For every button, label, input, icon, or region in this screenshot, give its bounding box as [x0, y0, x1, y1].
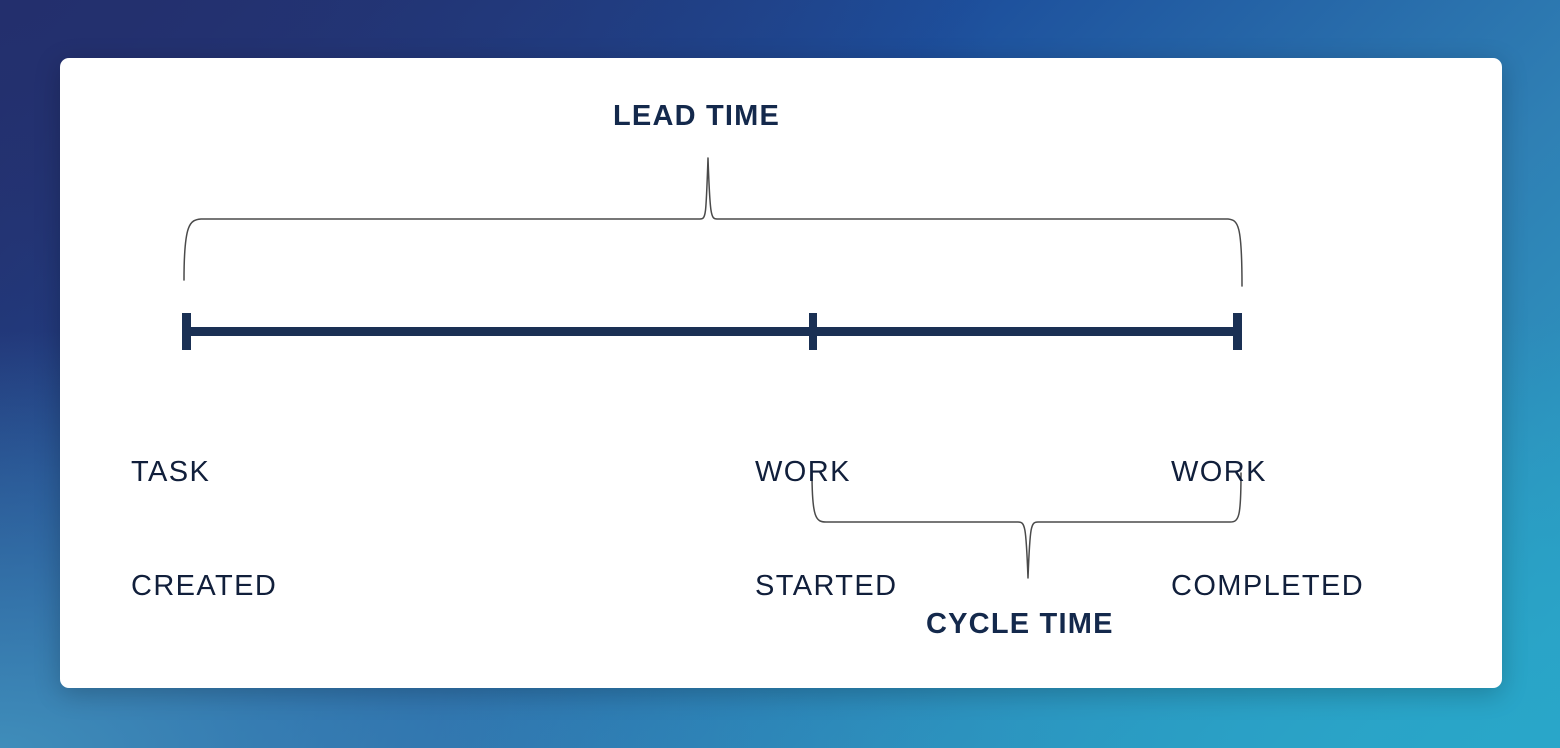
label-task-created-line1: TASK	[131, 455, 211, 488]
timeline-bar	[184, 327, 1242, 336]
lead-time-brace	[183, 157, 1243, 287]
timeline-diagram	[182, 157, 1243, 579]
marker-work-completed	[1233, 313, 1242, 350]
label-work-completed-line1: WORK	[1171, 455, 1267, 488]
marker-work-started	[809, 313, 817, 350]
lead-time-title: LEAD TIME	[613, 100, 781, 132]
label-task-created-line2: CREATED	[131, 570, 278, 603]
label-task-created: TASK CREATED	[131, 376, 277, 682]
marker-task-created	[182, 313, 191, 350]
diagram-card: LEAD TIME CYCLE TIME TASK CREATED WORK S…	[60, 58, 1502, 688]
label-work-started: WORK STARTED	[755, 376, 897, 682]
cycle-time-title: CYCLE TIME	[926, 608, 1114, 640]
label-work-started-line2: STARTED	[755, 570, 898, 603]
label-work-completed: WORK COMPLETED	[1171, 376, 1364, 682]
cycle-time-brace	[811, 472, 1242, 579]
label-work-started-line1: WORK	[755, 455, 851, 488]
timeline-axis	[182, 313, 1242, 350]
label-work-completed-line2: COMPLETED	[1171, 570, 1365, 603]
